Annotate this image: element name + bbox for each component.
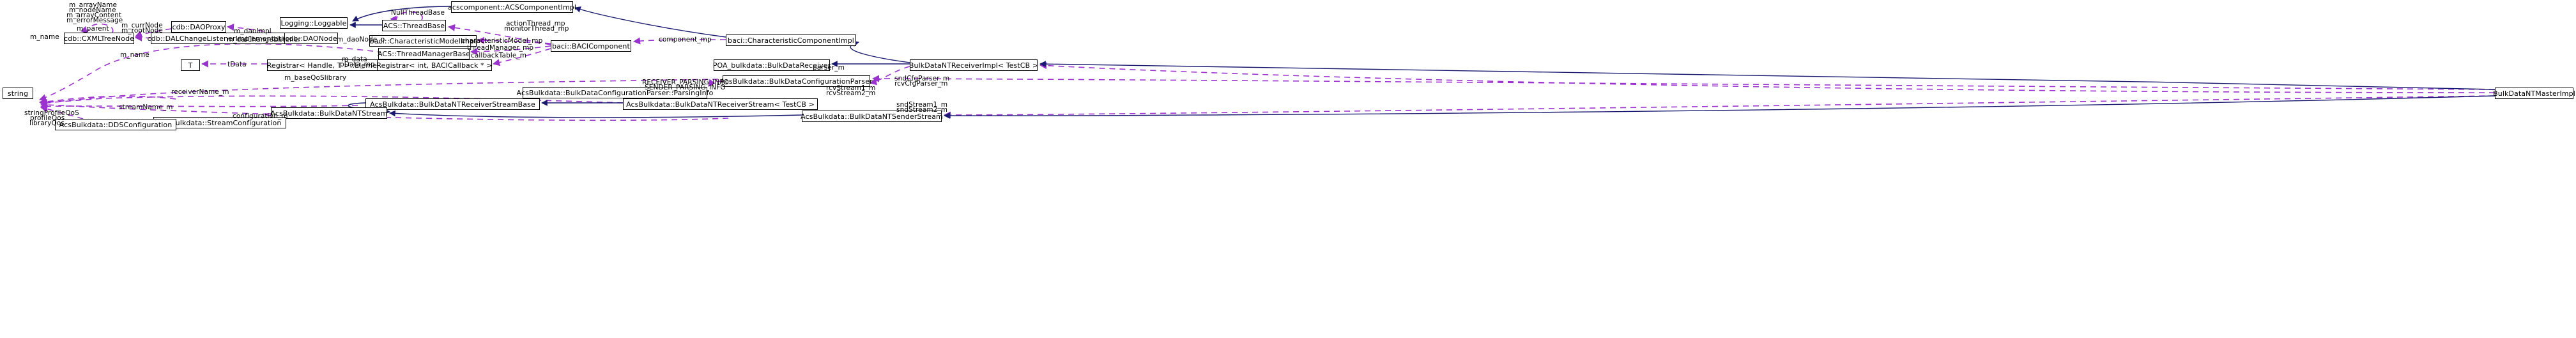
edge-label: m_name xyxy=(120,51,150,59)
class-node[interactable]: cdb::DAONode xyxy=(284,33,338,44)
edge-label: actionThread_mp xyxy=(506,20,565,27)
edge-label: pData_mp xyxy=(340,61,375,68)
edge-label: m_data xyxy=(342,56,367,63)
edge-label: monitorThread_mp xyxy=(504,25,569,33)
edge-label: m_daoImpl xyxy=(234,27,272,35)
edge-label: m_baseQoSlibrary xyxy=(284,74,347,82)
edge-label: rcvStream2_m xyxy=(826,89,876,97)
edge-label: rcvCfgParser_m xyxy=(894,80,948,88)
edge-label: m_name xyxy=(30,33,59,41)
class-node[interactable]: AcsBulkdata::BulkDataNTReceiverStreamBas… xyxy=(365,98,540,110)
edge-label: sndStream1_m xyxy=(896,101,948,109)
edge-label: m_daoNode_p xyxy=(337,36,385,43)
edge-label: m_parent xyxy=(77,25,109,33)
edge-label: profileQos xyxy=(30,114,65,122)
class-node[interactable]: AcsBulkdata::DDSConfiguration xyxy=(55,119,176,130)
edge-label: component_mp xyxy=(659,36,712,43)
class-node[interactable]: Registrar< int, BACICallback * > xyxy=(376,59,493,71)
edge-label: m_arrayName xyxy=(69,1,118,9)
class-node[interactable]: baci::CharacteristicComponentImpl xyxy=(726,35,856,46)
edge-label: m_errorMessage xyxy=(66,17,123,24)
edge-label: threadManager_mp xyxy=(467,44,534,52)
edge-label: sndCfgParser_m xyxy=(894,75,950,82)
class-node[interactable]: AcsBulkdata::BulkDataConfigurationParser xyxy=(720,75,873,87)
edge-label: rcvStream1_m xyxy=(826,84,876,92)
edge-label: sndStream2_m xyxy=(896,106,948,114)
edge-label: callbackTable_m xyxy=(471,52,527,59)
edge-label: RECEIVER_PARSING_INFO xyxy=(642,79,729,86)
class-node[interactable]: BulkDataNTMasterImpl xyxy=(2493,88,2575,99)
class-node[interactable]: AcsBulkdata::BulkDataNTReceiverStream< T… xyxy=(623,98,818,110)
class-node[interactable]: Logging::Loggable xyxy=(280,17,348,29)
class-node[interactable]: POA_bulkdata::BulkDataReceiver xyxy=(713,59,831,71)
class-node[interactable]: BulkDataNTReceiverImpl< TestCB > xyxy=(909,59,1038,71)
class-node[interactable]: cdb::CXMLTreeNode xyxy=(64,33,134,44)
class-node[interactable]: AcsBulkdata::StreamConfiguration xyxy=(153,117,286,128)
edge-label: m_dalChangeListener xyxy=(227,36,301,43)
class-node[interactable]: T xyxy=(181,59,200,71)
class-node[interactable]: baci::CharacteristicModelImpl xyxy=(369,35,477,47)
edge-label: libraryQos xyxy=(29,119,65,127)
class-node[interactable]: ACS::ThreadBase xyxy=(382,20,446,31)
edge-label: tData xyxy=(227,61,247,68)
edge-label: SENDER_PARSING_INFO xyxy=(645,84,726,91)
class-node[interactable]: baci::BACIComponent xyxy=(551,40,631,52)
edge-label: m_currNode xyxy=(121,22,163,29)
class-node[interactable]: string xyxy=(3,88,33,99)
edge-label: m_arrayContent xyxy=(66,12,122,19)
class-node[interactable]: acscomponent::ACSComponentImpl xyxy=(448,1,576,13)
class-node[interactable]: ACS::ThreadManagerBase xyxy=(378,48,470,59)
edge-label: streamName_m xyxy=(119,104,173,111)
class-node[interactable]: AcsBulkdata::BulkDataConfigurationParser… xyxy=(517,87,713,98)
edge-label: stringProfileQoS xyxy=(24,109,79,117)
edge-label: NullThreadBase xyxy=(391,9,445,17)
edge-label: m_rootNode xyxy=(121,27,163,35)
class-node[interactable]: AcsBulkdata::BulkDataNTStream xyxy=(270,107,387,119)
edge-label: configuration_m xyxy=(233,112,288,120)
edge-label: parser_m xyxy=(813,64,845,72)
edge-label: receiverName_m xyxy=(171,88,229,96)
edge-label: characteristicModel_mp xyxy=(461,37,543,45)
class-node[interactable]: cdb::DAOProxy xyxy=(171,21,226,33)
edge-label: m_nodeName xyxy=(69,6,116,14)
class-node[interactable]: AcsBulkdata::BulkDataNTSenderStream xyxy=(801,111,943,122)
